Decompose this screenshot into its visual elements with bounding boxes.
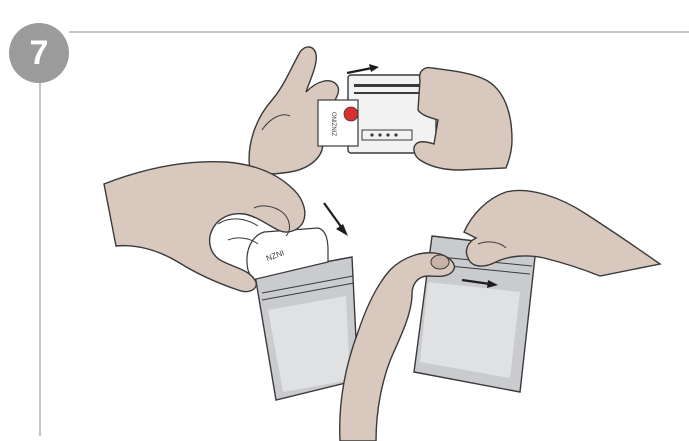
card-red-logo — [344, 107, 358, 121]
bag-left — [255, 257, 358, 400]
arrow-down-right-icon — [324, 203, 348, 236]
card-stripe-2 — [354, 92, 428, 94]
card-stripe — [354, 84, 428, 87]
arrow-right-icon — [347, 64, 379, 73]
step-number-badge: 7 — [9, 23, 69, 83]
right-upper-hand — [464, 190, 660, 276]
card-brand: ONIZNIZ — [330, 112, 336, 136]
step-number: 7 — [30, 34, 49, 73]
